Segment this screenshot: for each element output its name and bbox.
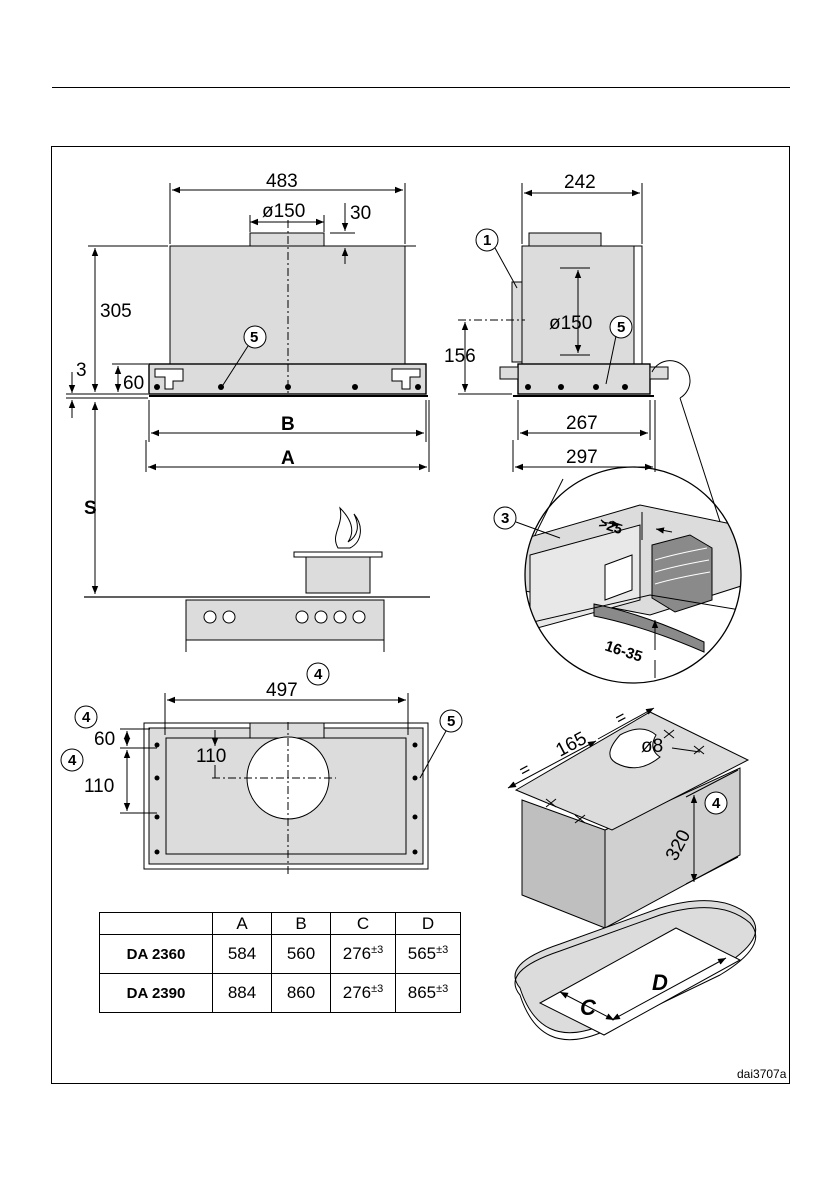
table-row: DA 2390 884 860 276±3 865±3 (100, 974, 461, 1013)
callout-4-cabinet: 4 (712, 795, 721, 812)
callout-4-left-1: 4 (82, 709, 91, 726)
dim-3: 3 (76, 360, 87, 381)
dim-242: 242 (564, 172, 596, 193)
dim-hole-8: ø8 (641, 736, 663, 757)
callout-4-top: 4 (314, 666, 323, 683)
side-view: 242 1 ø150 156 5 267 297 (444, 172, 734, 565)
callout-5-side: 5 (617, 319, 625, 336)
figure-reference: dai3707a (737, 1067, 786, 1081)
dim-duct-front: ø150 (262, 201, 305, 222)
table-header-row: A B C D (100, 913, 461, 935)
dim-b: B (281, 414, 295, 435)
dim-c: C (580, 995, 597, 1020)
dim-duct-side: ø150 (549, 313, 592, 334)
callout-4-left-2: 4 (68, 752, 77, 769)
front-duct-collar (250, 233, 324, 246)
callout-3: 3 (501, 510, 509, 527)
dim-60-front: 60 (123, 373, 144, 394)
dim-305: 305 (100, 301, 132, 322)
dim-483: 483 (266, 171, 298, 192)
dim-156: 156 (444, 346, 476, 367)
dim-30: 30 (350, 203, 371, 224)
header-b: B (272, 913, 331, 935)
dim-497: 497 (266, 680, 298, 701)
dim-s: S (84, 498, 97, 519)
pot (306, 557, 370, 593)
cabinet-equal-left: = (516, 759, 534, 780)
callout-1-side: 1 (483, 232, 491, 249)
flame-icon (335, 508, 360, 548)
dim-110-left: 110 (84, 776, 114, 797)
dim-a: A (281, 448, 295, 469)
callout-5-bottom: 5 (447, 713, 455, 730)
header-d: D (396, 913, 461, 935)
header-c: C (331, 913, 396, 935)
bottom-view: 497 4 60 110 110 4 4 5 (61, 663, 462, 876)
front-view: 483 ø150 30 305 60 3 5 B (66, 171, 430, 652)
callout-5-front: 5 (250, 329, 258, 346)
dim-267: 267 (566, 413, 598, 434)
dim-110-inner: 110 (196, 746, 226, 767)
cabinet-view: = = 165 ø8 320 4 C D (508, 707, 756, 1040)
dim-60-bottom: 60 (94, 729, 115, 750)
dimension-table: A B C D DA 2360 584 560 276±3 565±3 DA 2… (99, 912, 461, 1013)
header-a: A (213, 913, 272, 935)
dim-d: D (652, 970, 668, 995)
model-name: DA 2390 (100, 974, 213, 1013)
table-row: DA 2360 584 560 276±3 565±3 (100, 935, 461, 974)
dim-297: 297 (566, 447, 598, 468)
model-name: DA 2360 (100, 935, 213, 974)
detail-view: >25 16-35 3 (494, 467, 770, 683)
dim-16-35: 16-35 (603, 638, 645, 666)
